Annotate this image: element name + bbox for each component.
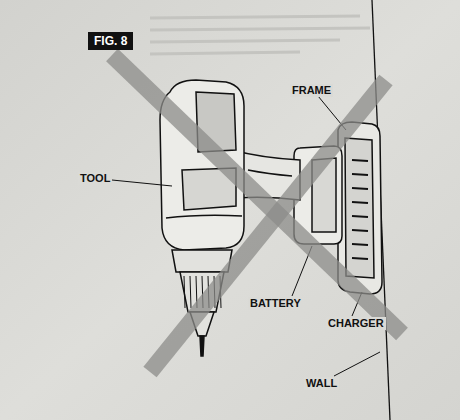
knurl-line [184,276,185,308]
part-label: BATTERY [248,297,303,310]
vent-slot [352,230,368,231]
cross-out [112,55,402,372]
part-label: WALL [304,377,339,390]
vent-slot [352,216,368,217]
vent-slot [352,160,368,161]
vent-slot [352,244,368,245]
part-label: FRAME [290,84,333,97]
vent-slot [352,202,368,203]
vent-slot [352,174,368,175]
knurl-line [190,276,191,308]
vent-slot [352,258,368,259]
faded-text [150,16,370,54]
part-label: CHARGER [326,317,386,330]
figure-title: FIG. 8 [88,32,133,50]
vent-slot [352,188,368,189]
charger-vents [352,160,368,259]
part-label: TOOL [78,172,112,185]
